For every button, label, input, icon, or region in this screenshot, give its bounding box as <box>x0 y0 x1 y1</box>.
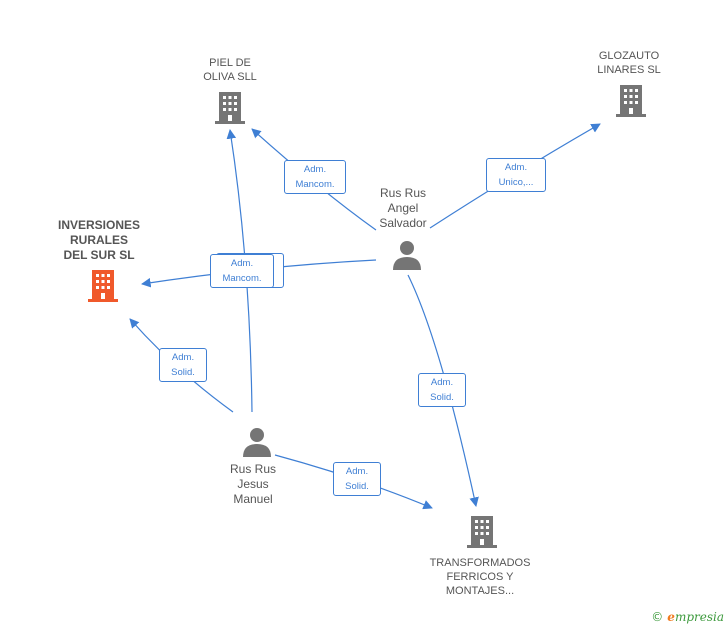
building-icon[interactable] <box>215 92 245 124</box>
edge-label-line: Adm. <box>230 258 254 269</box>
edge-angel-transformados <box>407 274 479 507</box>
node-label-transformados[interactable]: TRANSFORMADOS FERRICOS Y MONTAJES... <box>430 556 531 598</box>
label-line: Rus Rus <box>229 462 277 476</box>
edge-label-line: Mancom. <box>222 273 262 284</box>
edge-label-jesus-piel[interactable]: Adm. Mancom. <box>210 254 274 288</box>
label-line: DEL SUR SL <box>63 248 135 262</box>
edge-label-line: Adm. <box>171 352 195 363</box>
person-icon[interactable] <box>242 427 272 457</box>
empresia-logo: ©empresia <box>651 610 724 624</box>
edge-label-line: Adm. <box>303 164 327 175</box>
edge-label-line: Adm. <box>504 162 528 173</box>
label-line: Rus Rus <box>379 186 426 200</box>
label-line: Manuel <box>233 492 273 506</box>
building-icon[interactable] <box>467 516 497 548</box>
label-line: INVERSIONES <box>57 218 141 232</box>
label-line: RURALES <box>69 233 128 247</box>
node-label-rus-rus-angel[interactable]: Rus Rus Angel Salvador <box>379 186 426 231</box>
edge-label-line: Solid. <box>345 481 369 492</box>
person-icon[interactable] <box>392 240 422 270</box>
label-line: TRANSFORMADOS <box>429 557 531 569</box>
label-line: PIEL DE <box>209 57 251 69</box>
edge-label-angel-transformados[interactable]: Adm. Solid. <box>418 373 466 407</box>
brand-initial: e <box>667 610 675 624</box>
node-label-glozauto[interactable]: GLOZAUTO LINARES SL <box>597 49 661 77</box>
label-line: MONTAJES... <box>445 585 515 597</box>
label-line: LINARES SL <box>597 64 661 76</box>
edge-label-jesus-inversiones[interactable]: Adm. Solid. <box>159 348 207 382</box>
copyright-symbol: © <box>651 610 664 624</box>
edge-label-line: Adm. <box>345 466 369 477</box>
label-line: Salvador <box>379 216 427 230</box>
building-icon-main[interactable] <box>88 270 118 302</box>
label-line: GLOZAUTO <box>598 50 660 62</box>
brand-rest: mpresia <box>674 610 724 624</box>
label-line: OLIVA SLL <box>203 71 257 83</box>
node-label-piel-de-oliva[interactable]: PIEL DE OLIVA SLL <box>203 56 257 84</box>
label-line: FERRICOS Y <box>446 571 514 583</box>
label-line: Angel <box>387 201 419 215</box>
node-label-rus-rus-jesus[interactable]: Rus Rus Jesus Manuel <box>230 462 276 507</box>
node-label-inversiones[interactable]: INVERSIONES RURALES DEL SUR SL <box>58 218 140 263</box>
label-line: Jesus <box>237 477 269 491</box>
edge-label-line: Solid. <box>430 392 454 403</box>
edge-label-angel-glozauto[interactable]: Adm. Unico,... <box>486 158 546 192</box>
edge-label-jesus-transformados[interactable]: Adm. Solid. <box>333 462 381 496</box>
edge-label-line: Mancom. <box>295 179 335 190</box>
edge-label-line: Adm. <box>430 377 454 388</box>
building-icon[interactable] <box>616 85 646 117</box>
edge-label-angel-piel[interactable]: Adm. Mancom. <box>284 160 346 194</box>
edge-label-line: Solid. <box>171 367 195 378</box>
edge-label-line: Unico,... <box>498 177 534 188</box>
